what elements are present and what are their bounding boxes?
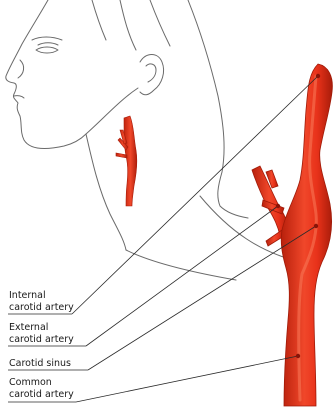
neck-front-line bbox=[86, 134, 126, 250]
label-internal-carotid-artery: Internal carotid artery bbox=[9, 290, 74, 314]
label-internal-line-2: carotid artery bbox=[9, 302, 74, 314]
marker-common bbox=[296, 354, 300, 358]
label-common-line-2: carotid artery bbox=[9, 389, 74, 401]
face-profile-outline bbox=[6, 0, 86, 148]
ear-inner bbox=[146, 64, 156, 82]
small-carotid-trunk bbox=[124, 116, 137, 206]
marker-external bbox=[276, 204, 280, 208]
label-external-carotid-artery: External carotid artery bbox=[9, 322, 74, 346]
leader-line-sinus bbox=[88, 226, 316, 370]
label-external-line-1: External bbox=[9, 322, 74, 334]
eye bbox=[36, 47, 58, 53]
cheek-line bbox=[18, 60, 24, 78]
back-of-head-line bbox=[188, 0, 248, 218]
eyebrow bbox=[32, 37, 62, 40]
label-common-line-1: Common bbox=[9, 377, 74, 389]
label-carotid-sinus: Carotid sinus bbox=[9, 358, 71, 370]
leader-line-internal bbox=[72, 76, 318, 314]
hair-line-1 bbox=[92, 0, 106, 40]
shoulder-line bbox=[126, 250, 236, 280]
label-external-line-2: carotid artery bbox=[9, 334, 74, 346]
leader-line-external bbox=[86, 206, 278, 346]
hair-line-2 bbox=[120, 0, 136, 50]
carotid-main-trunk bbox=[281, 64, 332, 406]
head-sketch bbox=[6, 0, 300, 280]
lip-line bbox=[14, 96, 24, 98]
leader-line-common bbox=[76, 356, 298, 402]
eyelid bbox=[38, 43, 58, 45]
label-sinus-line-1: Carotid sinus bbox=[9, 358, 71, 370]
marker-internal bbox=[316, 74, 320, 78]
label-common-carotid-artery: Common carotid artery bbox=[9, 377, 74, 401]
label-internal-line-1: Internal bbox=[9, 290, 74, 302]
marker-sinus bbox=[314, 224, 318, 228]
small-carotid-artery bbox=[116, 116, 137, 206]
hair-line-3 bbox=[150, 0, 170, 46]
ear-outline bbox=[140, 55, 164, 95]
large-carotid-artery bbox=[252, 64, 332, 406]
